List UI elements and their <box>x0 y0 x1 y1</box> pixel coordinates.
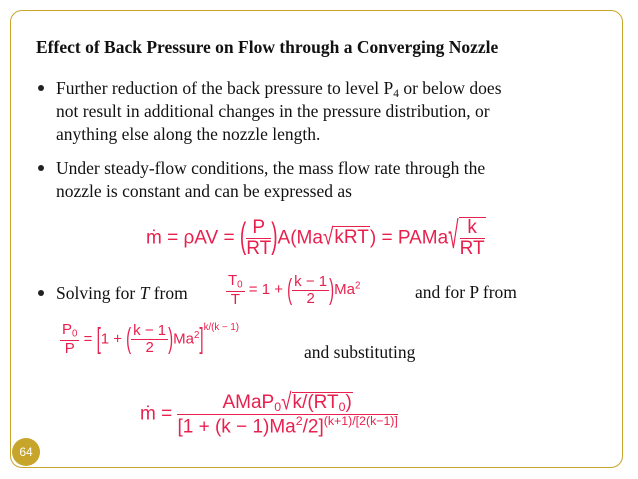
text-and-for-p: and for P from <box>415 282 517 302</box>
bullet-dot <box>38 290 44 296</box>
slide-title: Effect of Back Pressure on Flow through … <box>36 37 499 57</box>
equation-mass-flow-final: ṁ = AMaP0√k/(RT0)[1 + (k − 1)Ma2/2](k+1)… <box>140 389 398 438</box>
bullet-text-line: Further reduction of the back pressure t… <box>56 78 502 100</box>
slide-border <box>10 10 623 468</box>
bullet-text-line: not result in additional changes in the … <box>56 101 490 121</box>
bullet-dot <box>38 165 44 171</box>
text-and-substituting: and substituting <box>304 342 416 362</box>
bullet-text-line: Solving for T from <box>56 283 188 303</box>
bullet-dot <box>38 85 44 91</box>
bullet-text-line: nozzle is constant and can be expressed … <box>56 181 352 201</box>
page-number-badge: 64 <box>12 438 40 466</box>
bullet-text-line: anything else along the nozzle length. <box>56 124 321 144</box>
bullet-text-line: Under steady-flow conditions, the mass f… <box>56 158 486 178</box>
